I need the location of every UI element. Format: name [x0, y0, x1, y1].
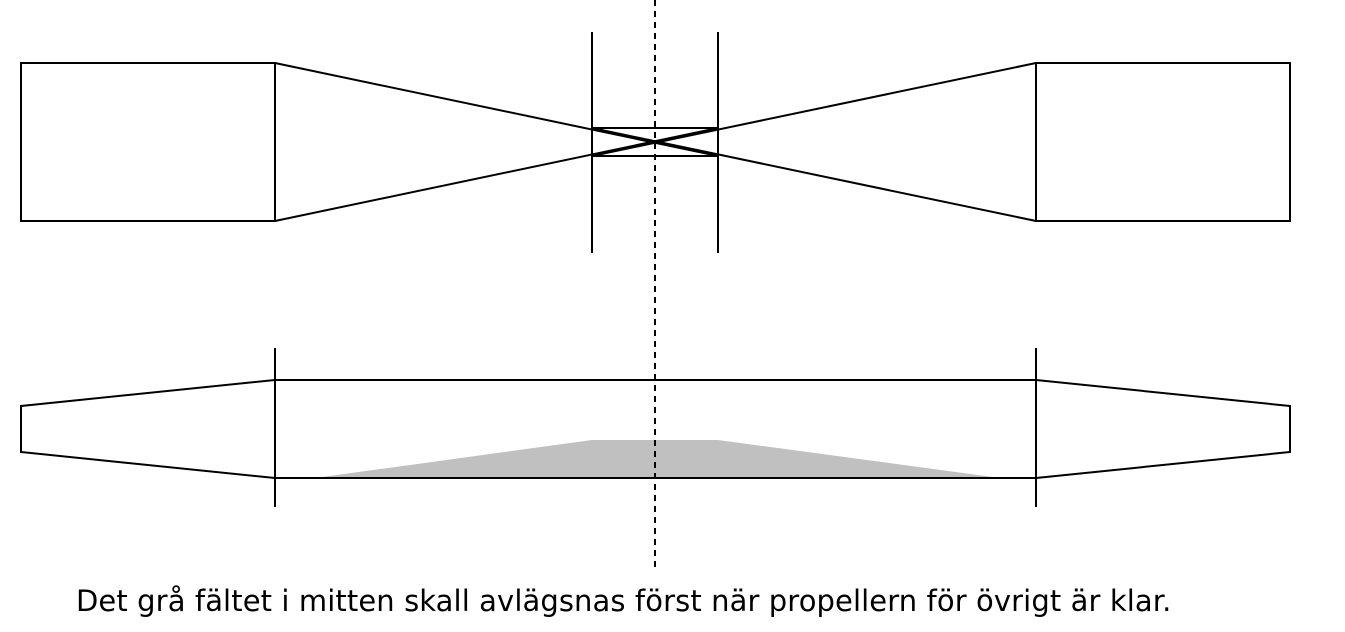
caption-text: Det grå fältet i mitten skall avlägsnas … [76, 584, 1172, 618]
taper-line-left-bottom [274, 127, 719, 222]
taper-line-left-top [274, 62, 719, 157]
taper-line-right-top [591, 62, 1037, 157]
right-hub-block [1035, 62, 1291, 222]
right-tip-profile [1035, 378, 1291, 480]
taper-line-right-bottom [591, 127, 1037, 222]
top-view [20, 32, 1291, 253]
left-hub-block [20, 62, 276, 222]
left-tip-profile [20, 378, 276, 480]
gray-center-field [315, 440, 1000, 478]
side-view [20, 348, 1291, 507]
